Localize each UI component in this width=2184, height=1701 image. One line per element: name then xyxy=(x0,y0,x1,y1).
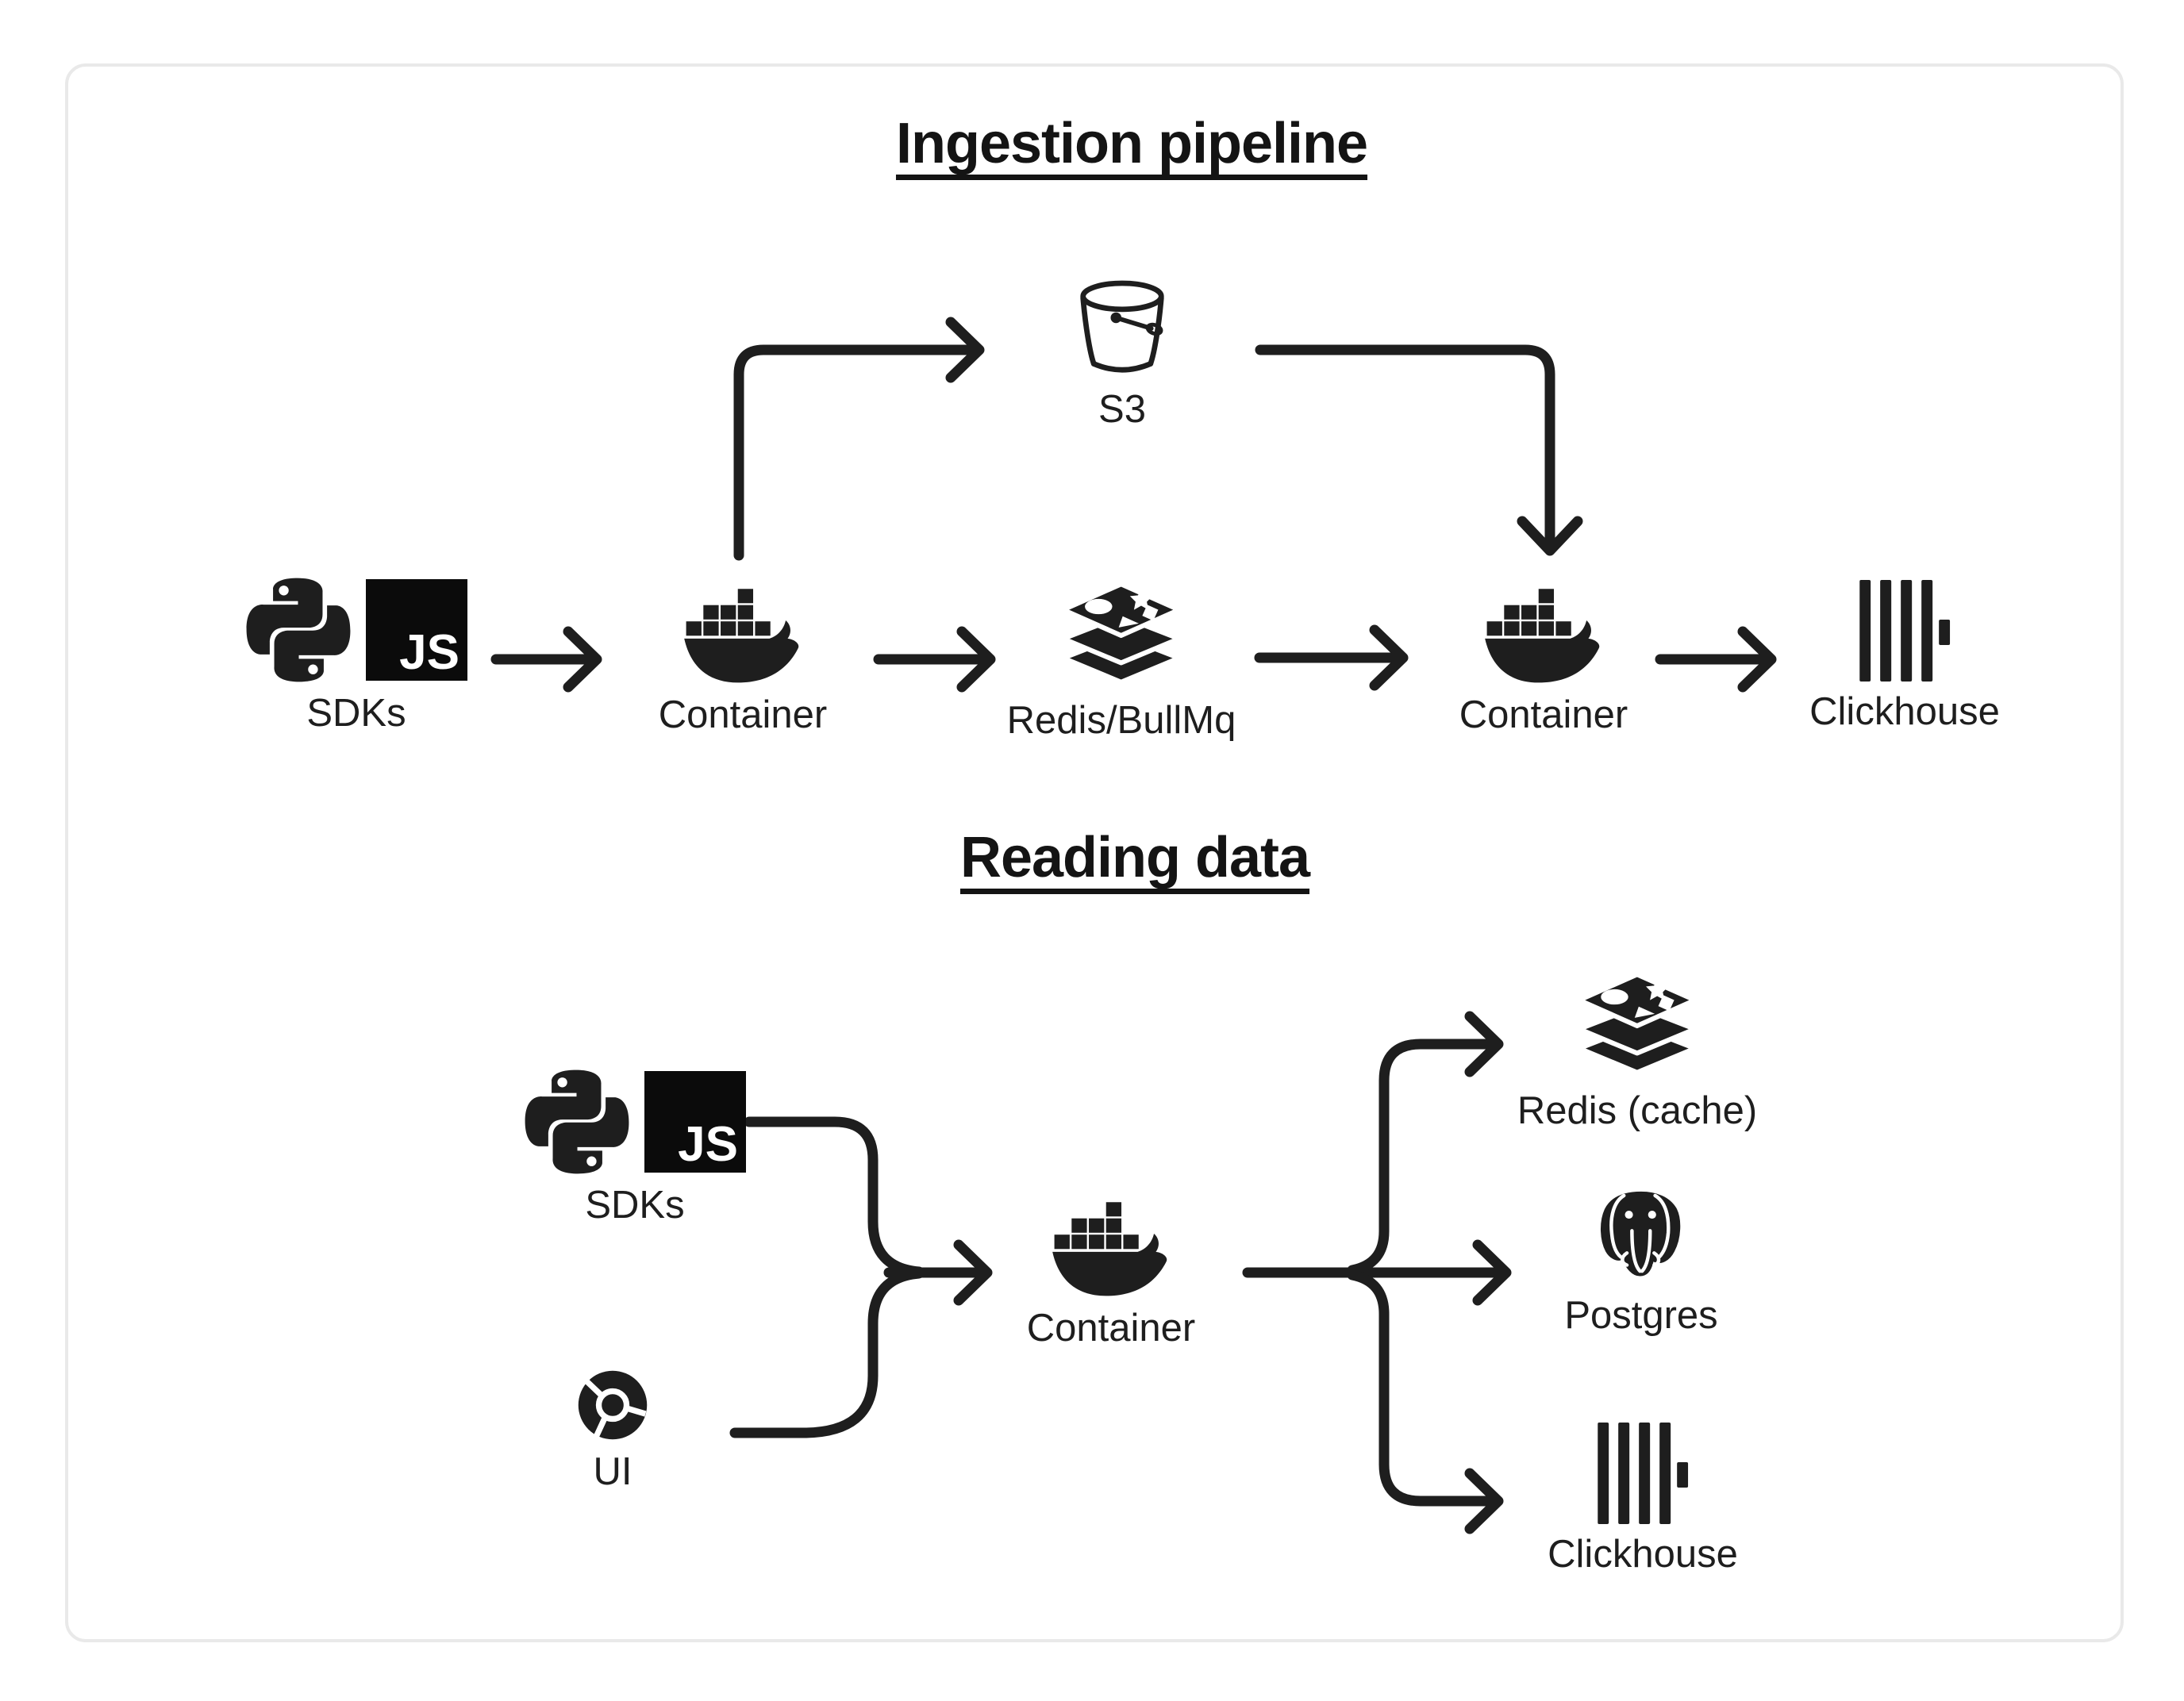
node-label: Container xyxy=(658,693,828,736)
node-s3: S3 xyxy=(1076,278,1168,432)
node-container-ingest-2: Container xyxy=(1459,589,1628,737)
node-label: UI xyxy=(593,1450,633,1493)
clickhouse-icon xyxy=(1598,1423,1688,1524)
node-label: Container xyxy=(1026,1307,1196,1350)
docker-icon xyxy=(1483,589,1604,685)
docker-icon xyxy=(682,589,803,685)
node-label: Postgres xyxy=(1564,1294,1718,1337)
node-label: Clickhouse xyxy=(1809,690,2000,733)
node-sdks-reading: JS SDKs xyxy=(524,1069,746,1227)
node-label: SDKs xyxy=(306,692,406,735)
js-icon-text: JS xyxy=(399,625,459,680)
node-label: Container xyxy=(1459,693,1628,736)
python-icon xyxy=(245,577,352,683)
node-label: Clickhouse xyxy=(1548,1533,1738,1576)
node-clickhouse-ingest: Clickhouse xyxy=(1809,580,2000,734)
postgres-icon xyxy=(1591,1188,1692,1285)
node-label: S3 xyxy=(1098,388,1146,431)
node-label: Redis/BullMq xyxy=(1006,699,1236,742)
js-icon: JS xyxy=(644,1071,746,1173)
node-label: SDKs xyxy=(585,1184,685,1227)
node-clickhouse-reading: Clickhouse xyxy=(1548,1423,1738,1576)
s3-bucket-icon xyxy=(1076,278,1168,379)
node-container-reading: Container xyxy=(1027,1202,1195,1350)
chrome-icon xyxy=(576,1369,649,1442)
section-title-ingestion: Ingestion pipeline xyxy=(895,112,1368,175)
node-label: Redis (cache) xyxy=(1517,1089,1758,1132)
node-sdks-ingestion: JS SDKs xyxy=(245,577,467,735)
clickhouse-icon xyxy=(1859,580,1950,682)
node-redis-cache: Redis (cache) xyxy=(1517,968,1757,1133)
redis-icon xyxy=(1577,968,1698,1081)
diagram-card xyxy=(65,63,2124,1642)
node-redis-bullmq: Redis/BullMq xyxy=(1007,578,1236,743)
js-icon: JS xyxy=(366,579,467,681)
section-title-reading: Reading data xyxy=(959,826,1310,889)
node-postgres: Postgres xyxy=(1564,1188,1718,1338)
python-icon xyxy=(524,1069,630,1175)
redis-icon xyxy=(1061,578,1182,690)
node-ui: UI xyxy=(576,1369,649,1494)
js-icon-text: JS xyxy=(678,1117,738,1172)
node-container-ingest-1: Container xyxy=(659,589,827,737)
docker-icon xyxy=(1051,1202,1171,1298)
